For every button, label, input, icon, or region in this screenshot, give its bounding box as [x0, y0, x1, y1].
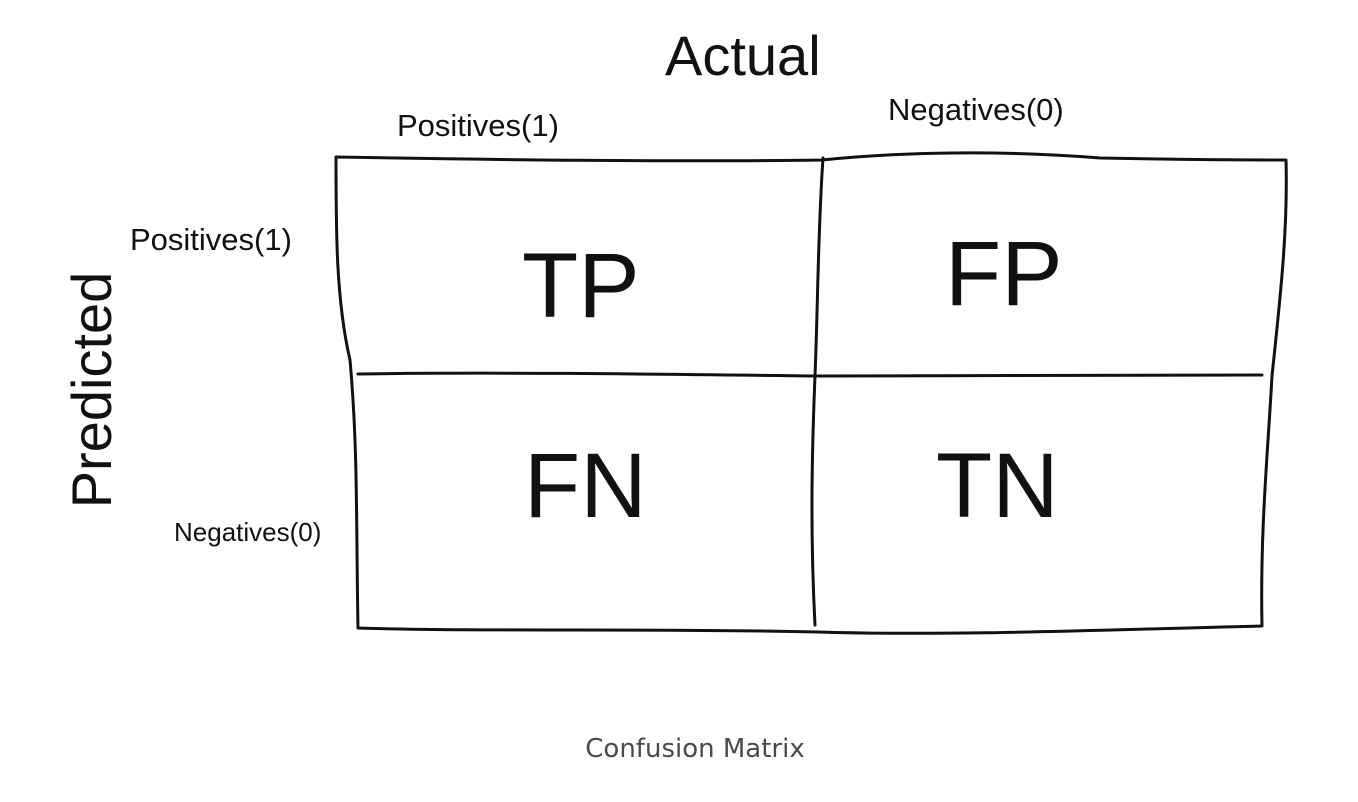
column-label-positives: Positives(1): [397, 108, 559, 143]
column-label-negatives: Negatives(0): [888, 92, 1064, 127]
cell-false-negative: FN: [524, 435, 647, 537]
cell-true-negative: TN: [936, 435, 1059, 537]
predicted-axis-title: Predicted: [60, 271, 123, 509]
row-label-positives: Positives(1): [130, 222, 292, 257]
cell-true-positive: TP: [522, 235, 640, 337]
grid-vertical-divider: [810, 156, 825, 627]
row-label-negatives: Negatives(0): [174, 517, 322, 547]
grid-horizontal-divider: [356, 371, 1264, 378]
actual-axis-title: Actual: [665, 24, 821, 87]
grid-outer-border: [334, 151, 1288, 635]
cell-false-positive: FP: [945, 223, 1063, 325]
figure-caption: Confusion Matrix: [585, 734, 805, 764]
